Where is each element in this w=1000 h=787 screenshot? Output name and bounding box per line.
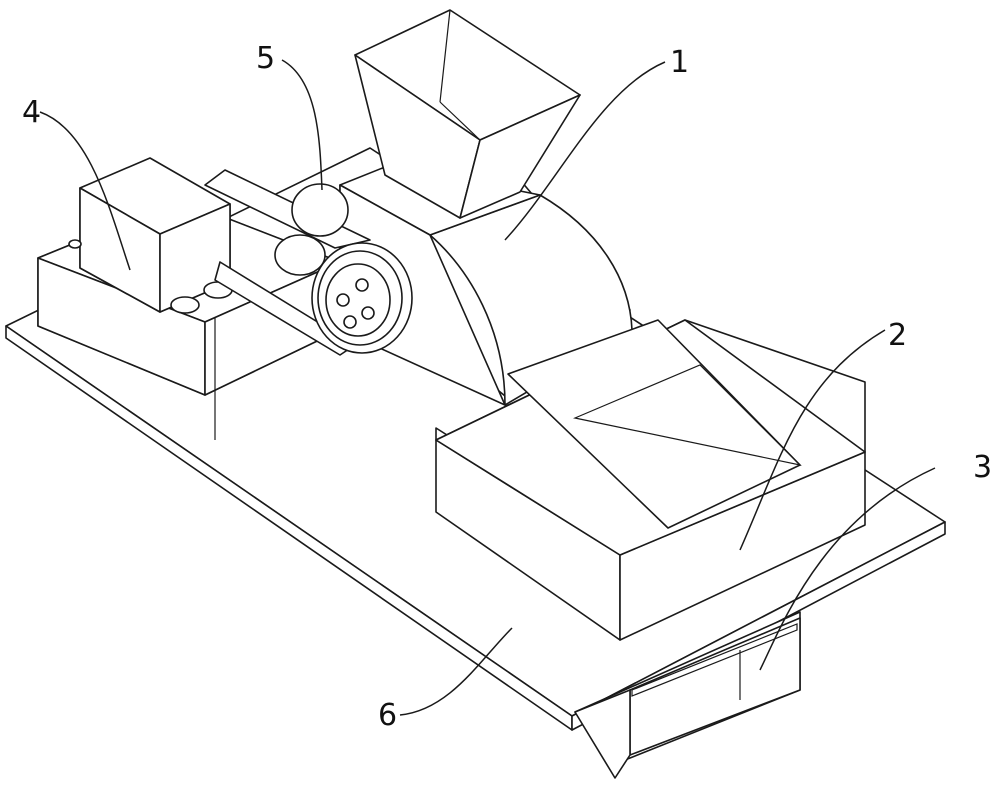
- outlet-box: [574, 611, 801, 779]
- reference-numerals: 1 2 3 4 5 6: [22, 41, 992, 733]
- leader-lines: [39, 59, 936, 716]
- label-4: 4: [22, 95, 41, 130]
- label-1: 1: [670, 45, 689, 80]
- motor: [79, 157, 231, 313]
- label-3: 3: [973, 450, 992, 485]
- label-6: 6: [378, 698, 397, 733]
- label-5: 5: [256, 41, 275, 76]
- label-2: 2: [888, 318, 907, 353]
- feed-hopper: [354, 9, 581, 219]
- belt-drive: [204, 169, 413, 356]
